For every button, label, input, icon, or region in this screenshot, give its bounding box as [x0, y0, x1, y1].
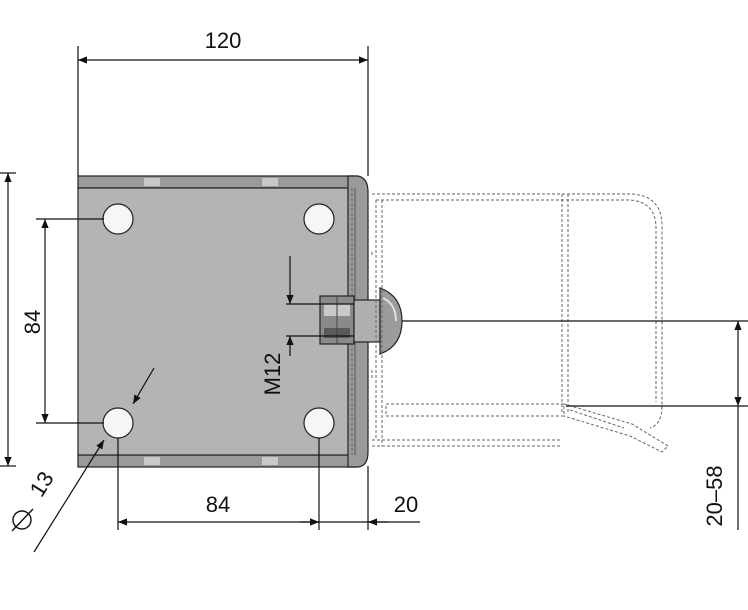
gate-outline: [371, 193, 669, 453]
bottom-flange: [77, 454, 356, 468]
top-flange: [77, 175, 356, 189]
dim-20-label: 20: [394, 492, 418, 517]
hole-top-left: [102, 203, 134, 235]
dim-84-vertical-label: 84: [20, 310, 45, 334]
dim-13-label: 13: [25, 467, 59, 501]
dim-20-58-label: 20–58: [702, 465, 727, 526]
hole-bottom-left: [102, 407, 134, 439]
dim-m12-label: M12: [260, 353, 285, 396]
extension-lines: [0, 46, 748, 530]
dim-120-label: 120: [205, 28, 242, 53]
diameter-symbol-icon: [11, 508, 34, 532]
hole-top-right: [303, 203, 335, 235]
hole-bottom-right: [303, 407, 335, 439]
mounting-plate: [77, 175, 369, 468]
dimension-lines: [4, 56, 742, 553]
dim-84-horizontal-label: 84: [206, 492, 230, 517]
dim-diameter-13: 13: [11, 467, 59, 532]
